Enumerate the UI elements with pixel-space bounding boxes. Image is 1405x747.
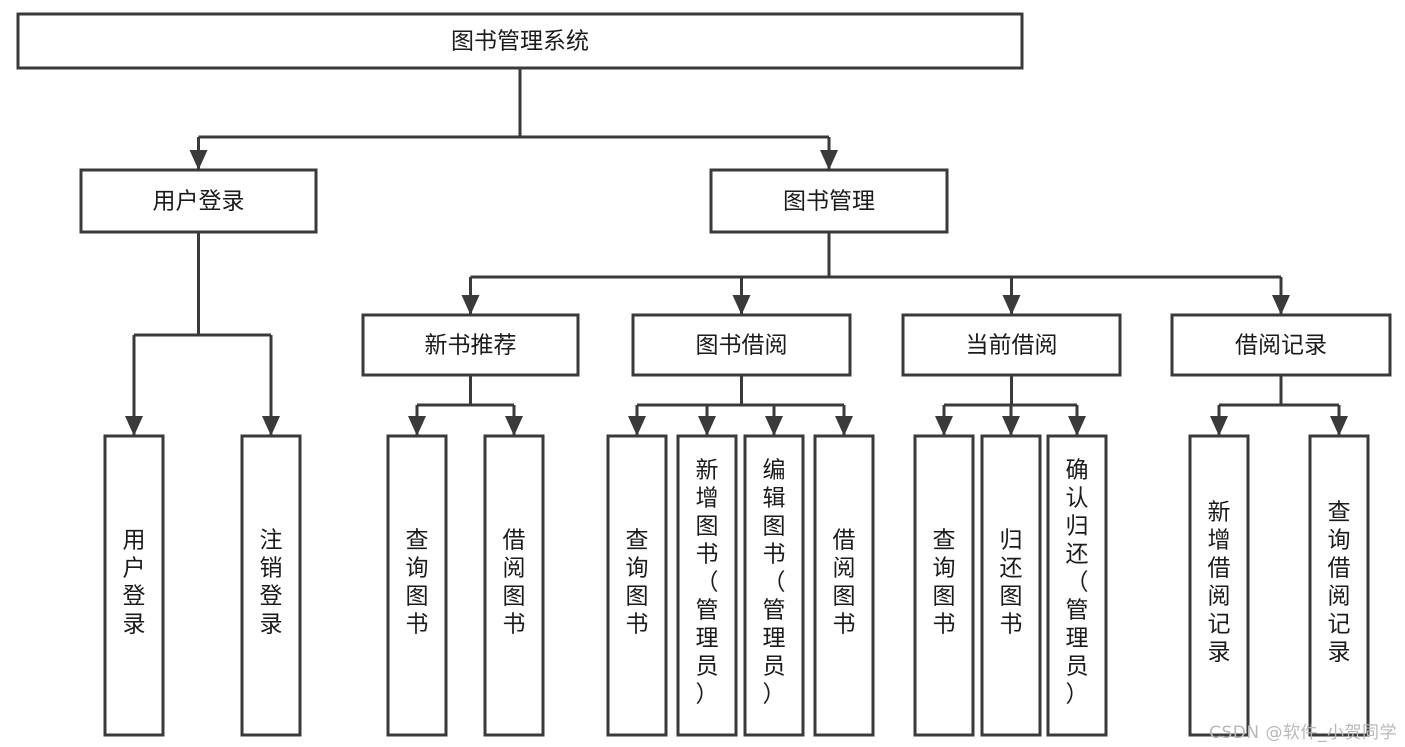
node-box-注销登录[interactable] [240,434,302,737]
arrow-head-icon [262,416,280,436]
node-box-借阅图书[interactable] [813,434,875,737]
node-新增图书管理员[interactable]: 新增图书（管理员） [676,434,738,737]
node-用户登录[interactable]: 用户登录 [103,434,165,737]
node-label-查询借阅记录: 查询借阅记录 [1328,500,1351,666]
arrow-head-icon [1272,295,1290,315]
node-label-借阅图书: 借阅图书 [503,528,526,638]
arrow-head-icon [1068,416,1086,436]
arrow-head-icon [935,416,953,436]
node-查询借阅记录[interactable]: 查询借阅记录 [1308,434,1370,737]
arrow-head-icon [189,150,208,170]
arrow-head-icon [732,295,751,315]
arrow-head-icon [461,295,480,315]
arrow-head-icon [125,416,143,436]
node-label-用户登录: 用户登录 [153,189,245,215]
node-借阅图书[interactable]: 借阅图书 [483,434,545,737]
node-box-新增图书管理员[interactable] [676,434,738,737]
node-box-图书管理[interactable] [709,168,949,234]
node-label-图书借阅: 图书借阅 [696,333,788,359]
node-label-注销登录: 注销登录 [260,528,283,638]
node-图书管理系统[interactable]: 图书管理系统 [16,12,1024,70]
node-编辑图书管理员[interactable]: 编辑图书（管理员） [743,434,805,737]
arrow-head-icon [628,416,646,436]
arrow-head-icon [765,416,783,436]
arrow-head-icon [1210,416,1228,436]
node-label-查询图书: 查询图书 [626,528,649,638]
node-label-新增图书管理员: 新增图书（管理员） [696,458,719,708]
node-label-借阅记录: 借阅记录 [1235,333,1327,359]
node-查询图书[interactable]: 查询图书 [386,434,448,737]
node-归还图书[interactable]: 归还图书 [980,434,1042,737]
node-box-新书推荐[interactable] [361,313,580,377]
node-box-借阅记录[interactable] [1170,313,1392,377]
node-box-归还图书[interactable] [980,434,1042,737]
node-label-借阅图书: 借阅图书 [833,528,856,638]
arrow-head-icon [1002,416,1020,436]
node-box-当前借阅[interactable] [901,313,1122,377]
node-label-查询图书: 查询图书 [406,528,429,638]
node-box-图书管理系统[interactable] [16,12,1024,70]
arrow-head-icon [1330,416,1348,436]
arrow-head-icon [408,416,426,436]
arrow-head-icon [698,416,716,436]
arrow-head-icon [505,416,523,436]
node-图书借阅[interactable]: 图书借阅 [631,313,852,377]
node-新增借阅记录[interactable]: 新增借阅记录 [1188,434,1250,737]
node-box-用户登录[interactable] [79,168,318,234]
node-label-查询图书: 查询图书 [933,528,956,638]
node-box-用户登录[interactable] [103,434,165,737]
node-box-新增借阅记录[interactable] [1188,434,1250,737]
node-label-图书管理: 图书管理 [783,189,875,215]
node-box-图书借阅[interactable] [631,313,852,377]
node-box-确认归还管理员[interactable] [1046,434,1108,737]
node-box-查询图书[interactable] [386,434,448,737]
node-label-图书管理系统: 图书管理系统 [451,29,589,55]
node-box-借阅图书[interactable] [483,434,545,737]
arrow-head-icon [835,416,853,436]
arrow-head-icon [820,150,838,170]
node-label-归还图书: 归还图书 [1000,528,1023,638]
node-label-当前借阅: 当前借阅 [966,333,1058,359]
node-当前借阅[interactable]: 当前借阅 [901,313,1122,377]
node-查询图书[interactable]: 查询图书 [606,434,668,737]
node-label-用户登录: 用户登录 [123,528,146,638]
node-label-新书推荐: 新书推荐 [425,333,517,359]
node-图书管理[interactable]: 图书管理 [709,168,949,234]
node-新书推荐[interactable]: 新书推荐 [361,313,580,377]
node-box-查询图书[interactable] [606,434,668,737]
node-box-编辑图书管理员[interactable] [743,434,805,737]
node-label-编辑图书管理员: 编辑图书（管理员） [763,458,786,708]
node-box-查询借阅记录[interactable] [1308,434,1370,737]
node-查询图书[interactable]: 查询图书 [913,434,975,737]
node-确认归还管理员[interactable]: 确认归还（管理员） [1046,434,1108,737]
node-注销登录[interactable]: 注销登录 [240,434,302,737]
node-用户登录[interactable]: 用户登录 [79,168,318,234]
node-label-确认归还管理员: 确认归还（管理员） [1066,458,1089,708]
node-box-查询图书[interactable] [913,434,975,737]
node-label-新增借阅记录: 新增借阅记录 [1208,500,1231,666]
node-借阅图书[interactable]: 借阅图书 [813,434,875,737]
arrow-head-icon [1002,295,1021,315]
node-借阅记录[interactable]: 借阅记录 [1170,313,1392,377]
